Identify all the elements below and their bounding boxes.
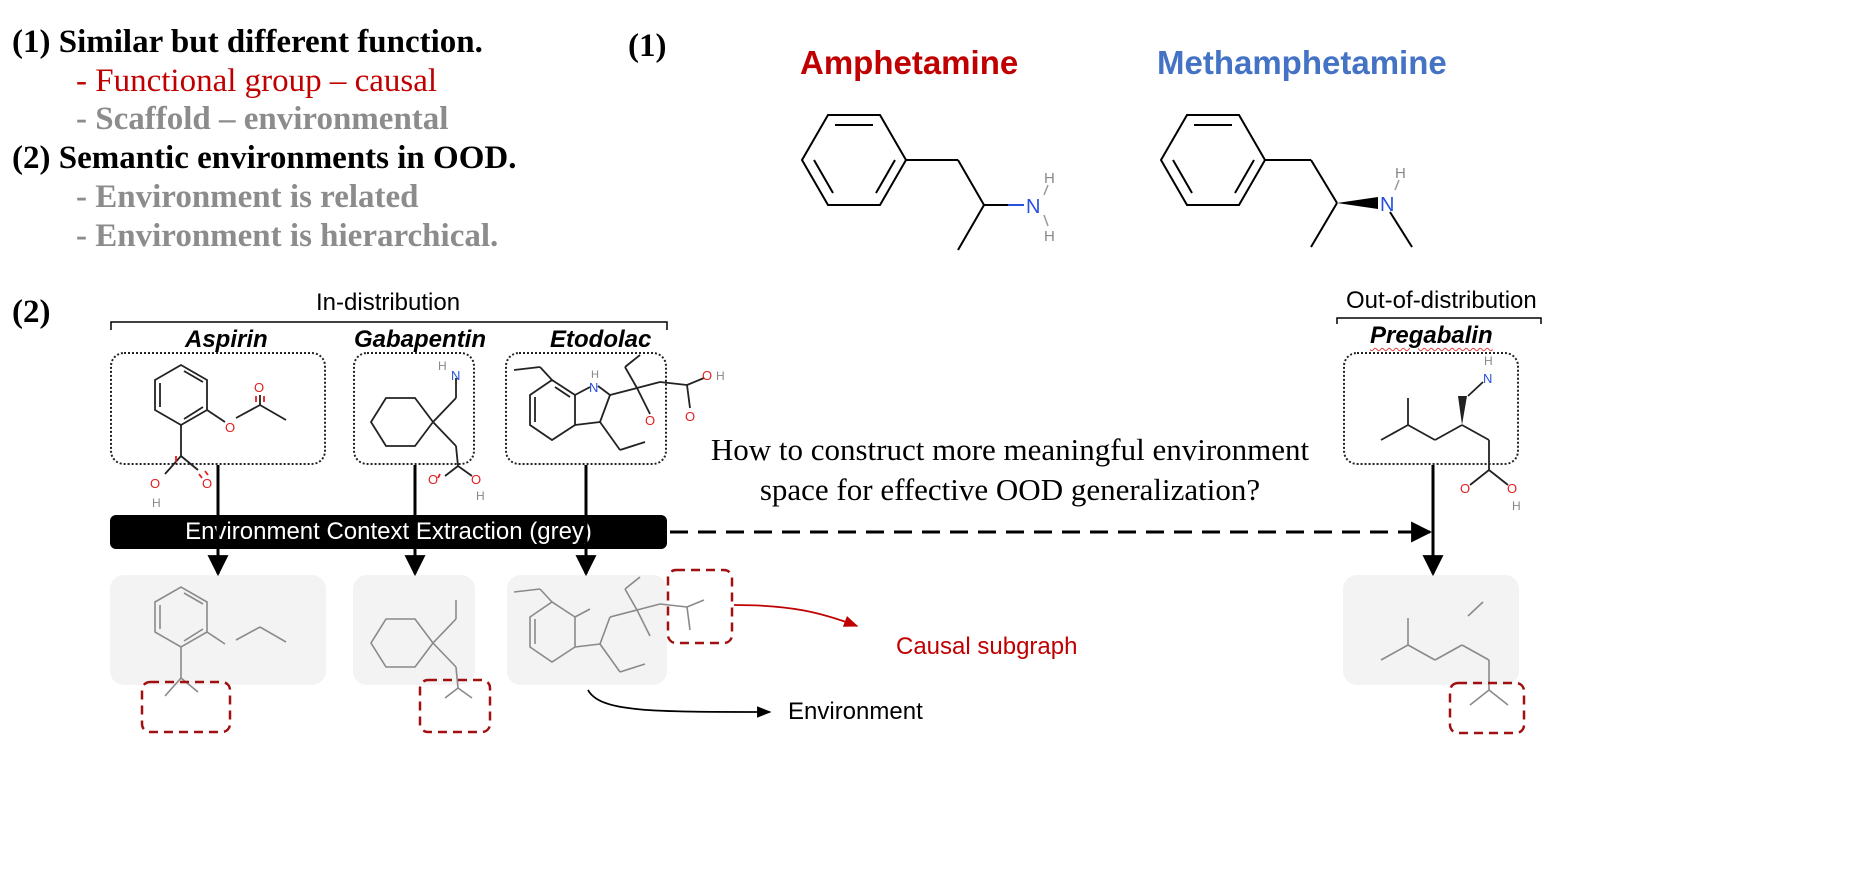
gabapentin-n-atom: N: [451, 368, 460, 383]
etodolac-nh-h-atom: H: [591, 369, 599, 381]
gabapentin-causal-box: [418, 678, 492, 734]
gabapentin-acid-o-atom-1: O: [428, 472, 438, 487]
pregabalin-amine-h-atom: H: [1484, 354, 1493, 368]
aspirin-acid-o-atom-2: O: [150, 476, 160, 491]
question-text: How to construct more meaningful environ…: [710, 432, 1310, 507]
amphetamine-structure: [800, 114, 1024, 251]
methamphetamine-title: Methamphetamine: [1157, 44, 1447, 81]
pregabalin-causal-box: [1448, 681, 1526, 735]
etodolac-box: [505, 352, 667, 465]
etodolac-structure: [513, 354, 705, 451]
environment-label: Environment: [788, 698, 923, 725]
causal-subgraph-label: Causal subgraph: [896, 633, 1078, 660]
panel-1-label: (1): [628, 28, 667, 64]
aspirin-grey-box: [110, 575, 326, 685]
amphetamine-n-atom: N: [1026, 196, 1040, 218]
methamphetamine-h-atom: H: [1395, 165, 1406, 182]
amphetamine-h-atom-2: H: [1044, 228, 1055, 245]
etodolac-grey-structure: [513, 576, 705, 673]
etodolac-causal-box: [666, 568, 734, 645]
aspirin-ester-o-atom: O: [225, 420, 235, 435]
etodolac-acid-o-atom-2: O: [702, 368, 712, 383]
aspirin-causal-box: [140, 680, 232, 734]
in-distribution-bracket: [110, 321, 668, 330]
pregabalin-n-atom: N: [1483, 371, 1492, 386]
gabapentin-amine-h-atom: H: [438, 359, 447, 373]
pregabalin-acid-o-atom-1: O: [1460, 481, 1470, 496]
in-distribution-label: In-distribution: [316, 289, 461, 316]
pregabalin-label: Pregabalin: [1370, 322, 1493, 349]
ood-bracket: [1336, 317, 1542, 324]
gabapentin-acid-h-atom: H: [476, 489, 485, 503]
gabapentin-grey-structure: [370, 600, 473, 699]
amphetamine-title: Amphetamine: [800, 44, 1019, 81]
panel-2-label: (2): [12, 294, 51, 330]
methamphetamine-wedge-bond: [1337, 197, 1378, 209]
etodolac-acid-h-atom: H: [716, 369, 725, 383]
environment-related-note: - Environment is related: [76, 179, 419, 215]
aspirin-label: Aspirin: [185, 326, 268, 353]
etodolac-label: Etodolac: [550, 326, 652, 353]
gabapentin-label: Gabapentin: [354, 326, 487, 353]
functional-group-causal-note: - Functional group – causal: [76, 63, 438, 99]
environment-hierarchical-note: - Environment is hierarchical.: [76, 218, 499, 254]
amphetamine-h-atom-1: H: [1044, 170, 1055, 187]
causal-subgraph-boxes: [140, 568, 1526, 735]
statement-2: (2) Semantic environments in OOD.: [12, 140, 517, 176]
aspirin-grey-structure: [154, 586, 287, 697]
out-of-distribution-label: Out-of-distribution: [1346, 287, 1537, 314]
methamphetamine-n-atom: N: [1380, 194, 1394, 216]
aspirin-structure: [154, 363, 287, 475]
etodolac-ring-o-atom: O: [645, 413, 655, 428]
gabapentin-structure: [369, 378, 473, 477]
methamphetamine-structure: [1159, 114, 1413, 248]
aspirin-acid-h-atom: H: [152, 496, 161, 510]
environment-context-extraction-banner: Environment Context Extraction (grey): [110, 515, 667, 549]
aspirin-box: [110, 352, 326, 465]
etodolac-n-atom: N: [589, 380, 598, 395]
causal-subgraph-arrow: [733, 604, 859, 627]
environment-arrow: [587, 689, 772, 718]
pregabalin-acid-o-atom-2: O: [1507, 481, 1517, 496]
pregabalin-acid-h-atom: H: [1512, 499, 1521, 513]
aspirin-acid-o-atom-1: O: [202, 476, 212, 491]
pregabalin-grey-structure: [1380, 601, 1509, 706]
scaffold-environmental-note: - Scaffold – environmental: [76, 101, 449, 137]
gabapentin-acid-o-atom-2: O: [471, 472, 481, 487]
pregabalin-box: [1343, 352, 1519, 465]
pregabalin-structure: [1380, 381, 1509, 486]
statement-1: (1) Similar but different function.: [12, 24, 483, 60]
etodolac-acid-o-atom-1: O: [685, 409, 695, 424]
gabapentin-box: [353, 352, 475, 465]
etodolac-grey-box: [507, 575, 667, 685]
aspirin-carbonyl-o-atom: O: [254, 380, 264, 395]
